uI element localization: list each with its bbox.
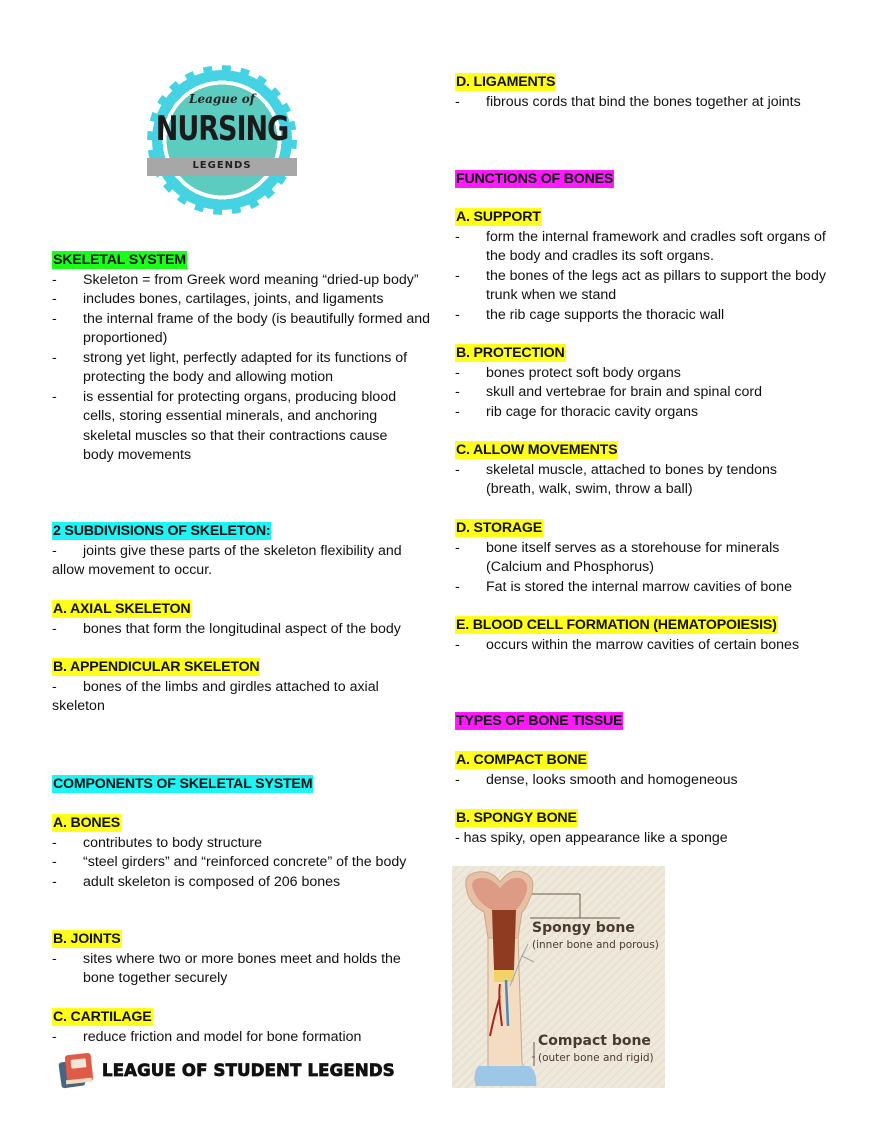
section-support: A. SUPPORT form the internal framework a… bbox=[455, 208, 835, 325]
subsection-heading: B. JOINTS bbox=[52, 930, 122, 948]
section-joints: B. JOINTS sites where two or more bones … bbox=[52, 930, 432, 989]
list-item: dense, looks smooth and homogeneous bbox=[455, 771, 835, 791]
logo-ribbon bbox=[147, 158, 297, 176]
dash: - bbox=[52, 542, 57, 559]
section-appendicular-skeleton: B. APPENDICULAR SKELETON -bones of the l… bbox=[52, 658, 432, 717]
bullet-list: Skeleton = from Greek word meaning “drie… bbox=[52, 271, 432, 466]
section-compact-bone: A. COMPACT BONE dense, looks smooth and … bbox=[455, 751, 835, 790]
section-cartilage: C. CARTILAGE reduce friction and model f… bbox=[52, 1008, 432, 1047]
compact-bone-label: Compact bone bbox=[538, 1033, 651, 1049]
paragraph: -joints give these parts of the skeleton… bbox=[52, 542, 432, 581]
bullet-list: occurs within the marrow cavities of cer… bbox=[455, 636, 835, 656]
footer-brand-text: LEAGUE OF STUDENT LEGENDS bbox=[102, 1060, 395, 1080]
list-item: bones that form the longitudinal aspect … bbox=[52, 620, 432, 640]
footer-brand: LEAGUE OF STUDENT LEGENDS bbox=[58, 1050, 395, 1090]
bullet-list: fibrous cords that bind the bones togeth… bbox=[455, 93, 835, 113]
spongy-bone-label: Spongy bone bbox=[532, 920, 635, 936]
list-item: includes bones, cartilages, joints, and … bbox=[52, 290, 432, 310]
list-item: fibrous cords that bind the bones togeth… bbox=[455, 93, 835, 113]
subsection-heading: A. BONES bbox=[52, 814, 121, 832]
list-item: reduce friction and model for bone forma… bbox=[52, 1028, 432, 1048]
subsection-heading: A. AXIAL SKELETON bbox=[52, 600, 192, 618]
bullet-list: sites where two or more bones meet and h… bbox=[52, 950, 432, 989]
section-functions: FUNCTIONS OF BONES bbox=[455, 170, 835, 190]
paragraph: -bones of the limbs and girdles attached… bbox=[52, 678, 432, 717]
section-heading: COMPONENTS OF SKELETAL SYSTEM bbox=[52, 775, 314, 793]
paragraph-text: joints give these parts of the skeleton … bbox=[52, 542, 402, 579]
section-heading: SKELETAL SYSTEM bbox=[52, 251, 187, 269]
bullet-list: skeletal muscle, attached to bones by te… bbox=[455, 461, 835, 500]
dash: - bbox=[52, 678, 57, 695]
section-blood-cell-formation: E. BLOOD CELL FORMATION (HEMATOPOIESIS) … bbox=[455, 616, 835, 655]
section-storage: D. STORAGE bone itself serves as a store… bbox=[455, 519, 835, 597]
subsection-heading: B. SPONGY BONE bbox=[455, 809, 578, 827]
bone-diagram-image: Spongy bone (inner bone and porous) Comp… bbox=[452, 866, 665, 1088]
section-ligaments: D. LIGAMENTS fibrous cords that bind the… bbox=[455, 73, 835, 112]
section-subdivisions: 2 SUBDIVISIONS OF SKELETON: -joints give… bbox=[52, 522, 432, 581]
compact-bone-caption: (outer bone and rigid) bbox=[538, 1052, 654, 1064]
section-protection: B. PROTECTION bones protect soft body or… bbox=[455, 344, 835, 422]
subsection-heading: A. SUPPORT bbox=[455, 208, 542, 226]
section-bones: A. BONES contributes to body structure “… bbox=[52, 814, 432, 892]
bullet-list: form the internal framework and cradles … bbox=[455, 228, 835, 326]
logo-line-2: NURSING bbox=[155, 110, 290, 149]
list-item: skull and vertebrae for brain and spinal… bbox=[455, 383, 835, 403]
list-item: bone itself serves as a storehouse for m… bbox=[455, 539, 815, 578]
bullet-list: reduce friction and model for bone forma… bbox=[52, 1028, 432, 1048]
list-item: contributes to body structure bbox=[52, 834, 412, 854]
bullet-list: dense, looks smooth and homogeneous bbox=[455, 771, 835, 791]
badge-circle bbox=[152, 70, 292, 210]
spongy-bone-caption: (inner bone and porous) bbox=[532, 939, 659, 951]
logo-line-3: LEGENDS bbox=[192, 160, 252, 171]
section-bone-tissue: TYPES OF BONE TISSUE bbox=[455, 712, 835, 732]
section-heading: TYPES OF BONE TISSUE bbox=[455, 712, 624, 730]
list-item: skeletal muscle, attached to bones by te… bbox=[455, 461, 810, 500]
long-bone-illustration bbox=[465, 870, 620, 1086]
section-spongy-bone: B. SPONGY BONE - has spiky, open appeara… bbox=[455, 809, 835, 848]
subsection-heading: C. CARTILAGE bbox=[52, 1008, 153, 1026]
list-item: is essential for protecting organs, prod… bbox=[52, 388, 432, 466]
list-item: Fat is stored the internal marrow caviti… bbox=[455, 578, 815, 598]
paragraph-text: - has spiky, open appearance like a spon… bbox=[455, 829, 728, 846]
list-item: the internal frame of the body (is beaut… bbox=[52, 310, 432, 349]
section-allow-movements: C. ALLOW MOVEMENTS skeletal muscle, atta… bbox=[455, 441, 835, 500]
subsection-heading: D. LIGAMENTS bbox=[455, 73, 557, 91]
list-item: adult skeleton is composed of 206 bones bbox=[52, 873, 412, 893]
subsection-heading: B. PROTECTION bbox=[455, 344, 566, 362]
section-heading: 2 SUBDIVISIONS OF SKELETON: bbox=[52, 522, 272, 540]
bullet-list: bones protect soft body organs skull and… bbox=[455, 364, 835, 423]
paragraph-text: bones of the limbs and girdles attached … bbox=[52, 678, 379, 715]
list-item: the bones of the legs act as pillars to … bbox=[455, 267, 827, 306]
list-item: the rib cage supports the thoracic wall bbox=[455, 306, 827, 326]
subsection-heading: D. STORAGE bbox=[455, 519, 544, 537]
book-icon bbox=[58, 1052, 94, 1089]
list-item: bones protect soft body organs bbox=[455, 364, 835, 384]
bullet-list: bone itself serves as a storehouse for m… bbox=[455, 539, 835, 598]
subsection-heading: A. COMPACT BONE bbox=[455, 751, 588, 769]
subsection-heading: B. APPENDICULAR SKELETON bbox=[52, 658, 261, 676]
list-item: sites where two or more bones meet and h… bbox=[52, 950, 432, 989]
list-item: form the internal framework and cradles … bbox=[455, 228, 827, 267]
bullet-list: bones that form the longitudinal aspect … bbox=[52, 620, 432, 640]
subsection-heading: C. ALLOW MOVEMENTS bbox=[455, 441, 619, 459]
section-components: COMPONENTS OF SKELETAL SYSTEM bbox=[52, 775, 432, 795]
bullet-list: contributes to body structure “steel gir… bbox=[52, 834, 432, 893]
list-item: rib cage for thoracic cavity organs bbox=[455, 403, 835, 423]
subsection-heading: E. BLOOD CELL FORMATION (HEMATOPOIESIS) bbox=[455, 616, 778, 634]
list-item: occurs within the marrow cavities of cer… bbox=[455, 636, 835, 656]
list-item: Skeleton = from Greek word meaning “drie… bbox=[52, 271, 432, 291]
list-item: “steel girders” and “reinforced concrete… bbox=[52, 853, 412, 873]
logo-line-1: League of bbox=[189, 92, 255, 106]
section-skeletal-system: SKELETAL SYSTEM Skeleton = from Greek wo… bbox=[52, 251, 432, 466]
section-heading: FUNCTIONS OF BONES bbox=[455, 170, 615, 188]
league-of-nursing-legends-logo: League of NURSING LEGENDS bbox=[147, 65, 297, 215]
section-axial-skeleton: A. AXIAL SKELETON bones that form the lo… bbox=[52, 600, 432, 639]
list-item: strong yet light, perfectly adapted for … bbox=[52, 349, 432, 388]
